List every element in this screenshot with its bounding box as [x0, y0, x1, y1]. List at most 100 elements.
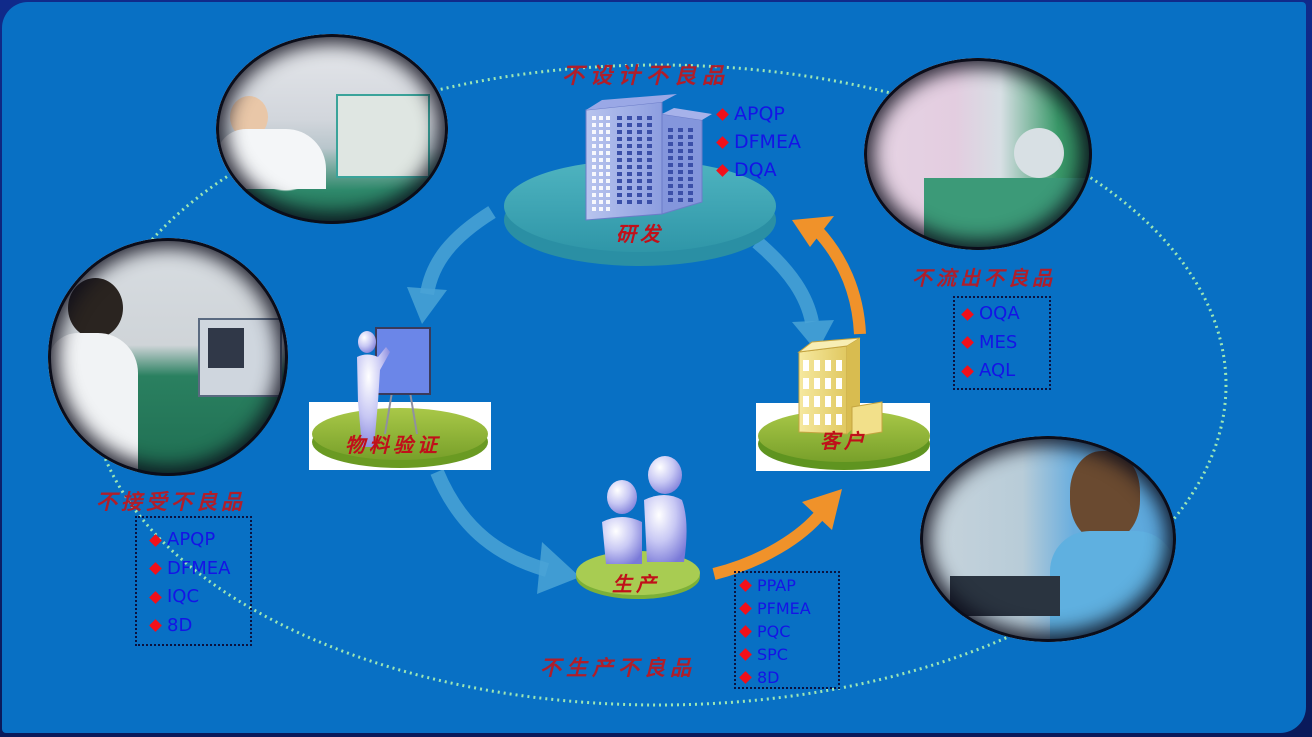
window: [668, 163, 673, 167]
window: [592, 172, 596, 176]
window: [647, 116, 652, 120]
window: [814, 378, 820, 389]
list-item: 8D: [149, 612, 250, 641]
list-item: PQC: [739, 620, 838, 643]
window: [592, 158, 596, 162]
window: [678, 177, 683, 181]
window: [617, 116, 622, 120]
window: [803, 378, 809, 389]
window: [627, 123, 632, 127]
window: [836, 360, 842, 371]
arrow-material-to-production: [430, 469, 580, 594]
list-item: OQA: [961, 300, 1049, 329]
oscilloscope-technician-photo: [48, 238, 288, 476]
window: [825, 396, 831, 407]
list-item: IQC: [149, 583, 250, 612]
window: [592, 151, 596, 155]
window: [688, 135, 693, 139]
rd-heading: 不设计不良品: [562, 63, 731, 89]
diamond-bullet-icon: [739, 648, 752, 661]
window: [678, 191, 683, 195]
diamond-bullet-icon: [149, 562, 162, 576]
window: [617, 186, 622, 190]
window: [647, 158, 652, 162]
list-item: DFMEA: [716, 128, 801, 156]
window: [617, 172, 622, 176]
window: [668, 149, 673, 153]
window: [606, 137, 610, 141]
diamond-bullet-icon: [149, 619, 162, 633]
window: [599, 116, 603, 120]
window: [637, 179, 642, 183]
window: [688, 156, 693, 160]
window: [606, 151, 610, 155]
window: [617, 165, 622, 169]
presenter-whiteboard-icon: [357, 327, 431, 447]
customer-label: 客户: [820, 429, 868, 453]
cleanroom-line-photo: [864, 58, 1092, 250]
diamond-bullet-icon: [961, 307, 974, 321]
orbit-ellipse: [88, 63, 1228, 707]
window: [637, 200, 642, 204]
diamond-bullet-icon: [739, 602, 752, 615]
window: [814, 414, 820, 425]
window: [668, 198, 673, 202]
window: [599, 165, 603, 169]
window: [688, 128, 693, 132]
window: [599, 158, 603, 162]
lab-technician-photo: [216, 34, 448, 224]
list-item: PFMEA: [739, 597, 838, 620]
list-item: APQP: [149, 526, 250, 555]
window: [668, 170, 673, 174]
window: [637, 158, 642, 162]
arrow-production-to-customer: [712, 489, 842, 580]
window: [678, 170, 683, 174]
window: [606, 130, 610, 134]
window: [668, 184, 673, 188]
window: [592, 144, 596, 148]
window: [836, 414, 842, 425]
window: [647, 165, 652, 169]
window: [637, 144, 642, 148]
diamond-bullet-icon: [739, 671, 752, 684]
window: [803, 414, 809, 425]
production-items-list: PPAP PFMEA PQC SPC 8D: [734, 571, 840, 689]
window: [592, 179, 596, 183]
window: [637, 186, 642, 190]
window: [599, 193, 603, 197]
window: [606, 207, 610, 211]
window: [606, 172, 610, 176]
window: [592, 137, 596, 141]
window: [606, 179, 610, 183]
window: [599, 123, 603, 127]
list-item: DFMEA: [149, 555, 250, 584]
window: [606, 200, 610, 204]
diamond-bullet-icon: [739, 579, 752, 592]
window: [627, 179, 632, 183]
diamond-bullet-icon: [716, 107, 729, 121]
window: [606, 186, 610, 190]
window: [836, 396, 842, 407]
window: [627, 186, 632, 190]
window: [803, 396, 809, 407]
diamond-bullet-icon: [149, 590, 162, 604]
window: [599, 200, 603, 204]
window: [599, 179, 603, 183]
window: [688, 170, 693, 174]
window: [599, 172, 603, 176]
window: [668, 156, 673, 160]
window: [627, 165, 632, 169]
window: [688, 149, 693, 153]
window: [637, 151, 642, 155]
window: [647, 137, 652, 141]
window: [627, 116, 632, 120]
diamond-bullet-icon: [739, 625, 752, 638]
window: [592, 123, 596, 127]
window: [599, 186, 603, 190]
assembly-line-photo: [920, 436, 1176, 642]
window: [627, 158, 632, 162]
list-item: PPAP: [739, 574, 838, 597]
arrow-customer-to-rd: [792, 216, 866, 335]
rd-label: 研发: [616, 222, 664, 246]
